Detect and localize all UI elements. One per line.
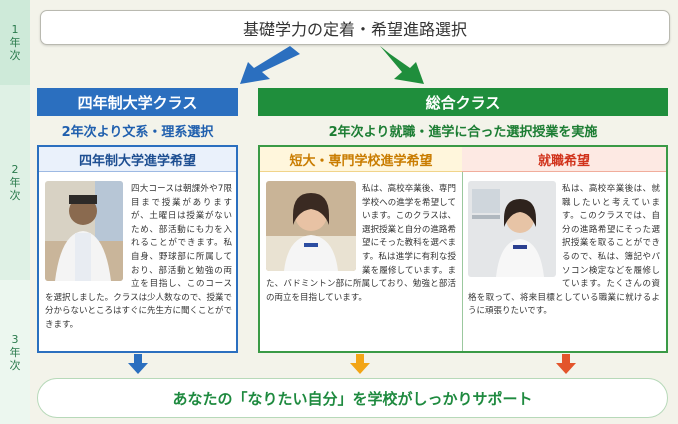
green-arrow-icon (380, 46, 424, 84)
university-class-subtitle: 2年次より文系・理系選択 (61, 124, 214, 140)
year-1-label: 1 年 次 (0, 0, 30, 85)
general-class-subtitle: 2年次より就職・進学に合った選択授業を実施 (328, 124, 598, 140)
down-arrow-red-icon (556, 354, 576, 374)
employment-column-text: 私は、高校卒業後は、就職したいと考えています。このクラスでは、自分の進路希望にそ… (468, 183, 660, 317)
university-panel: 四年制大学進学希望 四大コースは朝課外や7限目まで授業がありますが、土曜日は授業… (37, 145, 238, 353)
top-title-box: 基礎学力の定着・希望進路選択 (40, 10, 670, 45)
general-panel: 短大・専門学校進学希望 就職希望 私は、高校卒業後、専門学校 (258, 145, 668, 353)
down-arrow-yellow-icon (350, 354, 370, 374)
year-unit: 年 (9, 176, 21, 189)
split-arrows (240, 46, 424, 84)
photo-spacer (266, 183, 356, 275)
employment-column: 就職希望 (462, 147, 666, 351)
year-2-label: 2 年 次 (0, 85, 30, 280)
photo-spacer (468, 183, 556, 281)
year-unit: 年 (9, 345, 21, 359)
year-unit: 年 (9, 36, 21, 49)
student-photo-college (266, 181, 356, 271)
year-suffix: 次 (9, 49, 21, 62)
student-photo-baseball (45, 181, 123, 281)
support-message: あなたの「なりたい自分」を学校がしっかりサポート (37, 378, 668, 418)
university-panel-text: 四大コースは朝課外や7限目まで授業がありますが、土曜日は授業がないため、部活動に… (45, 183, 233, 330)
year-number: 2 (11, 163, 19, 176)
photo-spacer (45, 183, 125, 283)
year-3-label: 3 年 次 (0, 280, 30, 424)
employment-column-title: 就職希望 (462, 147, 666, 172)
university-class-header: 四年制大学クラス (37, 88, 238, 116)
year-number: 1 (11, 23, 19, 36)
year-suffix: 次 (9, 358, 21, 372)
college-column-text: 私は、高校卒業後、専門学校への進学を希望しています。このクラスは、選択授業と自分… (266, 183, 456, 303)
year-suffix: 次 (9, 189, 21, 202)
university-panel-title: 四年制大学進学希望 (39, 147, 236, 172)
college-column: 短大・専門学校進学希望 (260, 147, 463, 351)
college-column-title: 短大・専門学校進学希望 (260, 147, 462, 172)
student-photo-employment (468, 181, 556, 277)
general-class-header: 総合クラス (258, 88, 668, 116)
down-arrow-blue-icon (128, 354, 148, 374)
blue-arrow-icon (240, 46, 300, 84)
year-number: 3 (11, 332, 19, 346)
